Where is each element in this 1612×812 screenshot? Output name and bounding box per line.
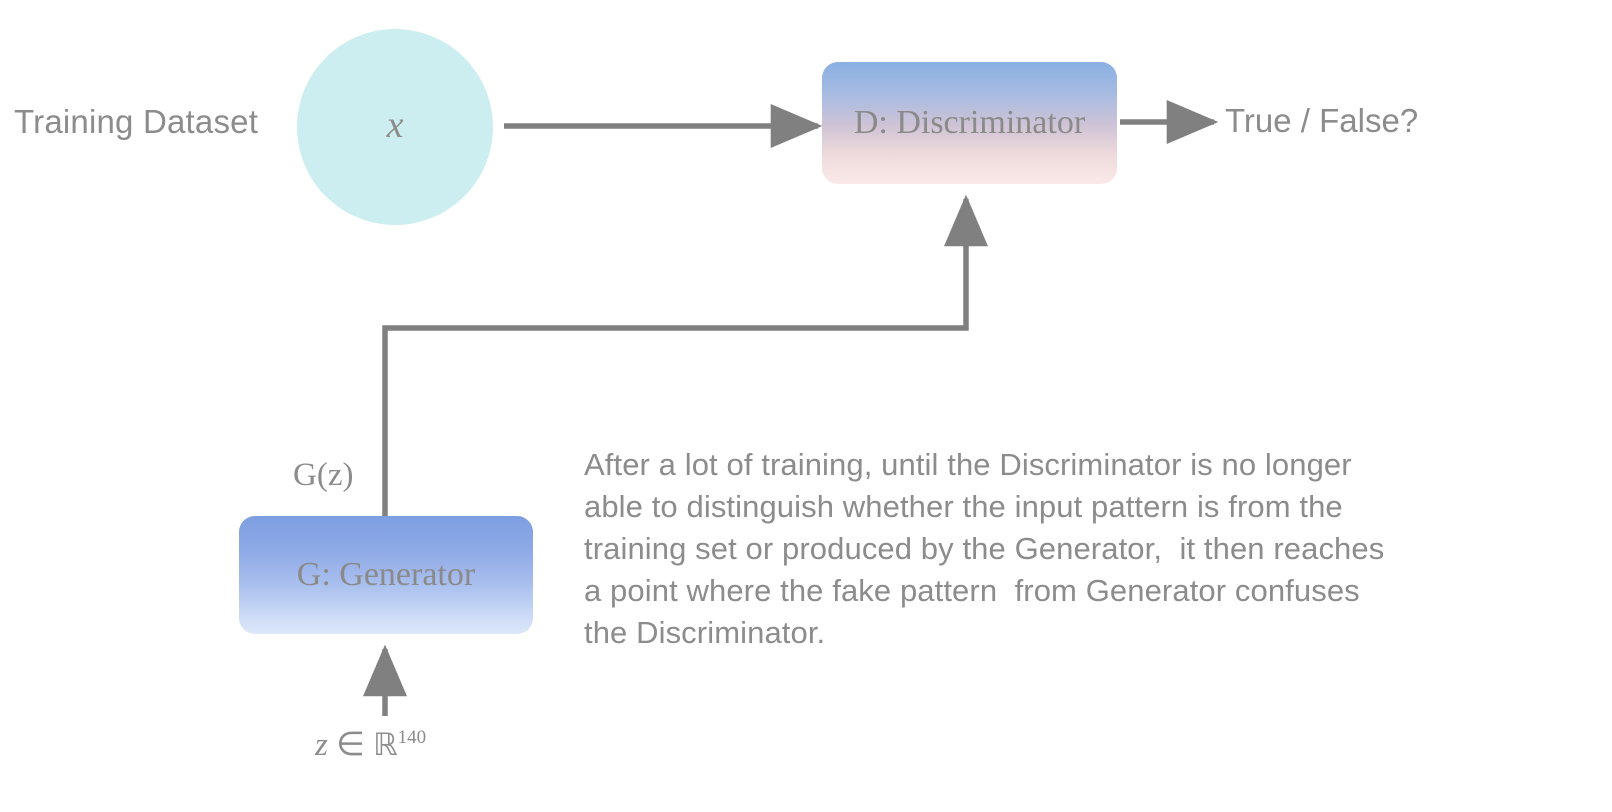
paragraph-line: the Discriminator. <box>584 615 826 650</box>
edge-label-gz: G(z) <box>293 457 354 493</box>
discriminator-label: D: Discriminator <box>853 104 1086 141</box>
node-generator[interactable]: G: Generator <box>239 516 533 634</box>
node-x-symbol: x <box>386 104 404 146</box>
paragraph-line: able to distinguish whether the input pa… <box>584 489 1343 524</box>
paragraph-line: After a lot of training, until the Discr… <box>584 447 1352 482</box>
paragraph-line: training set or produced by the Generato… <box>584 531 1385 566</box>
element-of-icon: ∈ <box>327 727 374 763</box>
real-numbers-symbol: ℝ <box>373 727 398 763</box>
latent-z-symbol: z <box>315 727 328 763</box>
node-x-circle[interactable]: x <box>297 29 493 225</box>
latent-vector-label: z ∈ ℝ140 <box>315 724 426 764</box>
node-discriminator[interactable]: D: Discriminator <box>822 62 1117 184</box>
training-dataset-label: Training Dataset <box>14 103 259 140</box>
paragraph-line: a point where the fake pattern from Gene… <box>584 573 1360 608</box>
true-false-label: True / False? <box>1225 102 1419 139</box>
generator-label: G: Generator <box>296 556 476 593</box>
latent-dimension: 140 <box>397 727 427 748</box>
explanation-paragraph: After a lot of training, until the Discr… <box>584 444 1574 654</box>
